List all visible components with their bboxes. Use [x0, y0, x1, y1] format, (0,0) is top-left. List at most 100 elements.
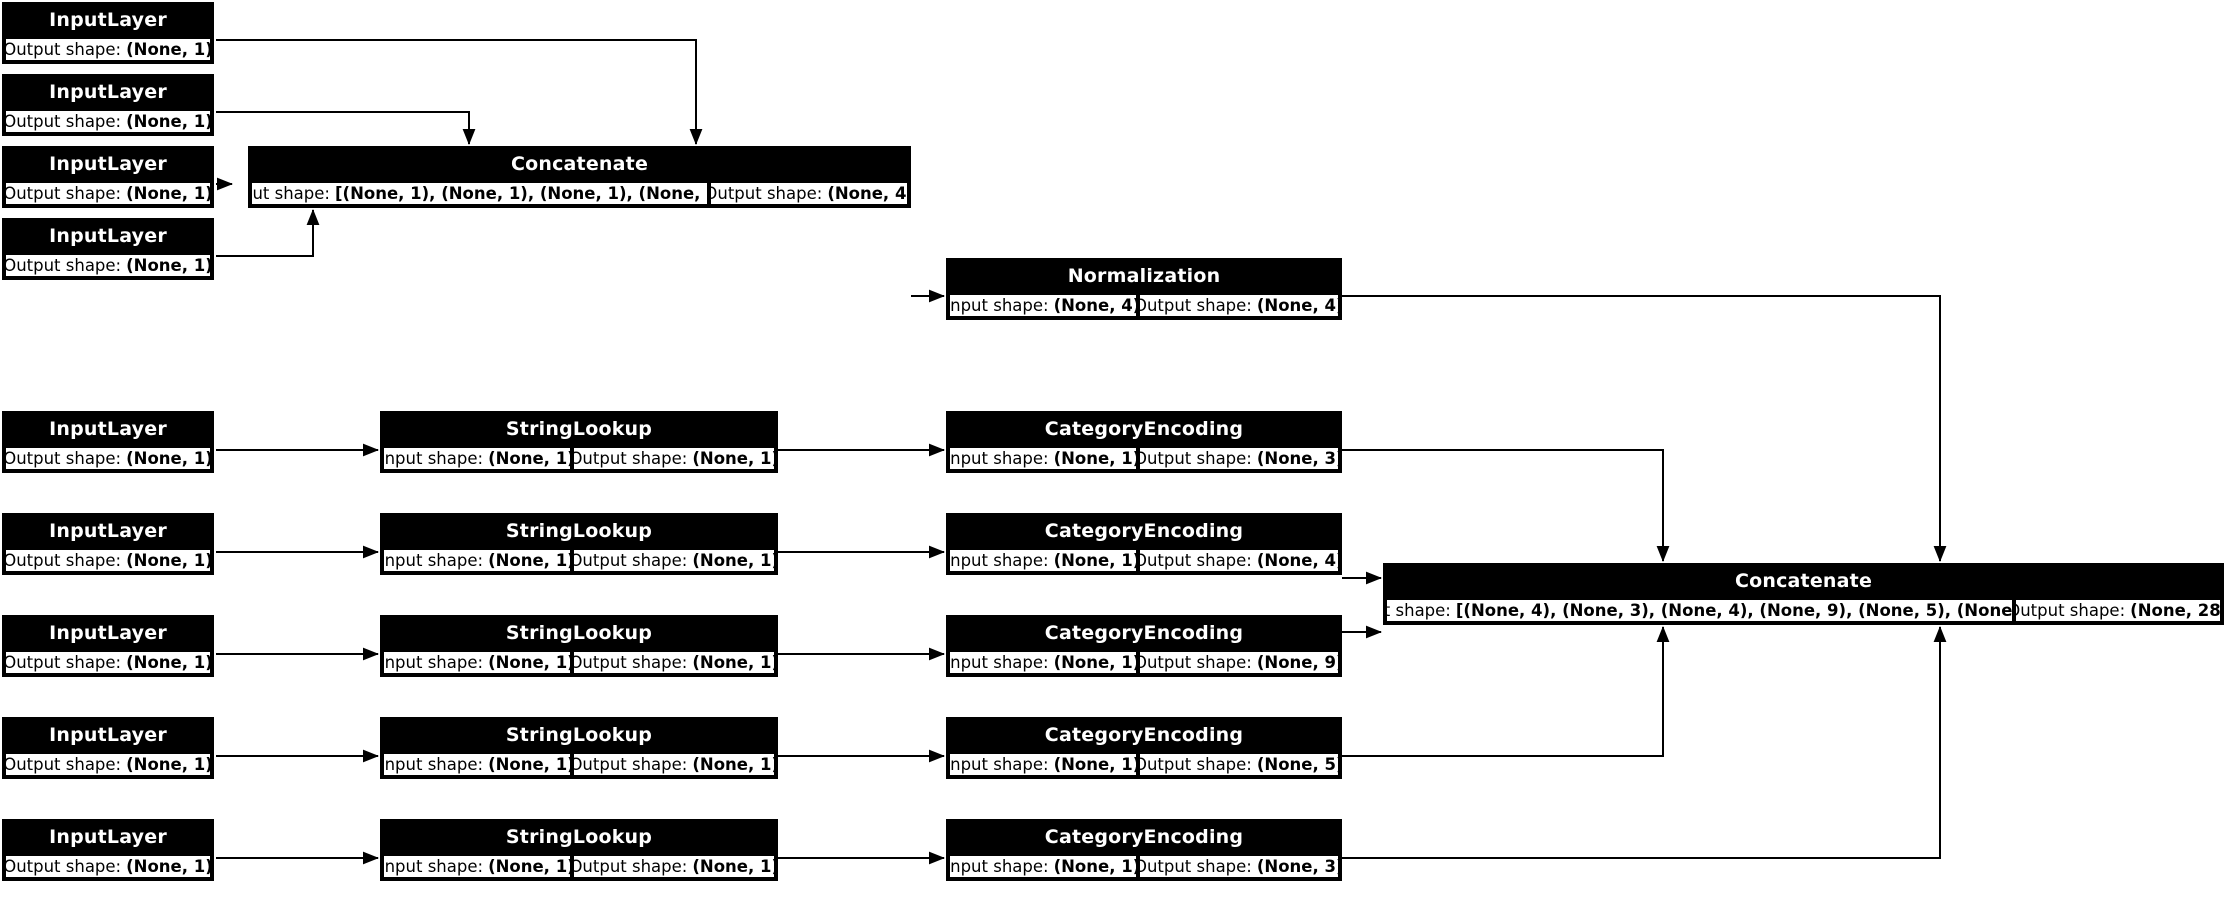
output-shape-cell: Output shape:(None, 1): [572, 650, 776, 675]
layer-shape-row: Input shape:[(None, 4), (None, 3), (None…: [1385, 598, 2222, 623]
shape-value: (None, 1): [126, 112, 212, 131]
output-shape-cell: Output shape:(None, 5): [1137, 752, 1340, 777]
output-shape-cell: Output shape:(None, 1): [4, 109, 212, 134]
edge-e-ce5-concatall: [1342, 626, 1947, 859]
shape-label: Output shape:: [1137, 551, 1252, 570]
output-shape-cell: Output shape:(None, 4): [1137, 548, 1340, 573]
input-shape-cell: Input shape:(None, 1): [948, 446, 1138, 471]
output-shape-cell: Output shape:(None, 1): [4, 37, 212, 62]
shape-value: (None, 1): [488, 857, 573, 876]
output-shape-cell: Output shape:(None, 4): [1137, 293, 1340, 318]
input-shape-cell: Input shape:(None, 1): [382, 752, 573, 777]
shape-label: Output shape:: [572, 857, 688, 876]
shape-label: Output shape:: [572, 449, 688, 468]
shape-label: Output shape:: [1137, 449, 1252, 468]
shape-value: (None, 1): [126, 184, 212, 203]
shape-label: Output shape:: [572, 755, 688, 774]
layer-shape-row: Input shape:(None, 1)Output shape:(None,…: [948, 446, 1340, 471]
shape-label: Output shape:: [709, 184, 823, 203]
input-shape-cell: Input shape:(None, 1): [948, 650, 1138, 675]
shape-value: (None, 1): [1053, 653, 1138, 672]
input-shape-cell: Input shape:(None, 1): [382, 446, 573, 471]
shape-label: Output shape:: [1137, 653, 1252, 672]
layer-type-label: StringLookup: [382, 821, 776, 854]
input-shape-cell: Input shape:(None, 1): [382, 854, 573, 879]
output-shape-cell: Output shape:(None, 3): [1137, 854, 1340, 879]
layer-shape-row: Input shape:(None, 1)Output shape:(None,…: [948, 650, 1340, 675]
shape-label: Output shape:: [4, 40, 122, 59]
layer-shape-row: Input shape:(None, 1)Output shape:(None,…: [382, 548, 776, 573]
shape-label: Input shape:: [948, 857, 1049, 876]
layer-shape-row: Input shape:(None, 1)Output shape:(None,…: [382, 854, 776, 879]
layer-shape-row: Input shape:(None, 1)Output shape:(None,…: [382, 446, 776, 471]
shape-label: Output shape:: [1137, 296, 1252, 315]
shape-value: (None, 1): [692, 449, 776, 468]
shape-label: Output shape:: [572, 653, 688, 672]
shape-value: (None, 1): [488, 653, 573, 672]
layer-type-label: InputLayer: [4, 413, 212, 446]
shape-value: (None, 1): [1053, 449, 1138, 468]
output-shape-cell: Output shape:(None, 1): [4, 181, 212, 206]
output-shape-cell: Output shape:(None, 1): [4, 650, 212, 675]
layer-shape-row: Output shape:(None, 1): [4, 752, 212, 777]
shape-label: Input shape:: [1387, 601, 1451, 620]
input-shape-cell: Input shape:(None, 4): [948, 293, 1138, 318]
output-shape-cell: Output shape:(None, 1): [4, 446, 212, 471]
edge-e-ce4-concatall: [1342, 626, 1670, 757]
output-shape-cell: Output shape:(None, 1): [4, 752, 212, 777]
shape-value: (None, 1): [1053, 755, 1138, 774]
shape-label: Output shape:: [572, 551, 688, 570]
shape-label: Input shape:: [382, 653, 484, 672]
shape-value: (None, 5): [1256, 755, 1340, 774]
edge-e-norm-concatall: [1342, 295, 1947, 562]
shape-value: (None, 3): [1256, 449, 1340, 468]
layer-shape-row: Output shape:(None, 1): [4, 854, 212, 879]
shape-value: [(None, 4), (None, 3), (None, 4), (None,…: [1455, 601, 2014, 620]
shape-label: Input shape:: [948, 755, 1049, 774]
edge-e-input4-concat: [216, 209, 320, 257]
shape-label: Output shape:: [4, 449, 122, 468]
shape-value: (None, 28): [2130, 601, 2222, 620]
layer-node-concat_all[interactable]: ConcatenateInput shape:[(None, 4), (None…: [1383, 563, 2224, 625]
layer-type-label: Normalization: [948, 260, 1340, 293]
shape-label: Input shape:: [252, 184, 330, 203]
layer-shape-row: Input shape:(None, 4)Output shape:(None,…: [948, 293, 1340, 318]
layer-shape-row: Output shape:(None, 1): [4, 181, 212, 206]
shape-value: [(None, 1), (None, 1), (None, 1), (None,…: [334, 184, 710, 203]
shape-label: Input shape:: [382, 551, 484, 570]
shape-value: (None, 1): [126, 551, 212, 570]
shape-value: (None, 1): [126, 857, 212, 876]
layer-type-label: CategoryEncoding: [948, 821, 1340, 854]
layer-node-concat_numeric[interactable]: ConcatenateInput shape:[(None, 1), (None…: [248, 146, 911, 208]
shape-value: (None, 1): [1053, 857, 1138, 876]
output-shape-cell: Output shape:(None, 1): [4, 253, 212, 278]
layer-type-label: InputLayer: [4, 719, 212, 752]
layer-type-label: InputLayer: [4, 148, 212, 181]
layer-type-label: InputLayer: [4, 4, 212, 37]
shape-label: Output shape:: [1137, 755, 1252, 774]
shape-value: (None, 1): [1053, 551, 1138, 570]
layer-type-label: Concatenate: [250, 148, 909, 181]
shape-value: (None, 1): [126, 40, 212, 59]
